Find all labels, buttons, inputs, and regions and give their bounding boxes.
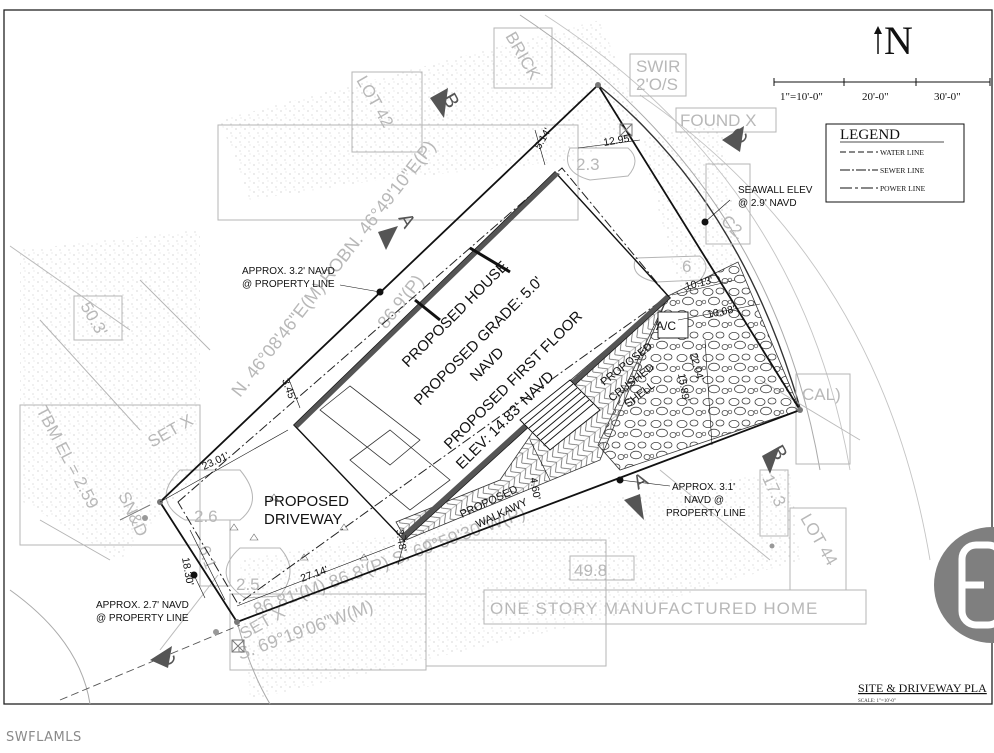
dim-3-48: 3.48' [393,528,409,552]
scale-label-3: 30'-0" [934,91,961,103]
scale-label-1: 1"=10'-0" [780,91,823,103]
driveway-hatch [229,493,369,561]
speckle-north [220,20,640,200]
legend-title: LEGEND [840,127,900,143]
speckle-west [20,230,200,560]
elev-6-label: 6 [682,257,691,276]
section-b-arrow-south [762,446,780,474]
speckle-east [640,120,740,290]
section-a-arrow-south [624,494,644,520]
legend-sewer: SEWER LINE [880,166,925,175]
house-inner-wall [469,246,511,274]
dimension-lines [159,129,761,607]
navd-31-label: APPROX. 3.1' [672,482,735,493]
shoreline-3 [639,94,931,561]
garage-outline-2 [349,429,451,511]
title-block-title: SITE & DRIVEWAY PLA [858,681,987,695]
seawall-curve [597,84,801,409]
section-c-label-south: C [155,646,181,671]
manufactured-home-label: ONE STORY MANUFACTURED HOME [490,599,818,618]
dim-4-60: 4.60' [527,476,543,500]
elev-498-label: 49.8 [574,561,607,580]
ac-pad [657,311,689,339]
found-x-label: FOUND X [680,111,757,130]
scale-label-2: 20'-0" [862,91,889,103]
north-arrow: N [874,18,913,63]
section-line-c [59,624,241,701]
ac-label: A/C [656,319,676,333]
swir-offset-label: 2'O/S [636,75,678,94]
navd-27-label-2: @ PROPERTY LINE [96,613,189,624]
legend-power: POWER LINE [880,184,926,193]
dim-12-95: 12.95' [602,132,632,149]
elev-25-label: 2.5 [236,575,260,594]
arc-south [237,624,271,705]
section-a-label-north: A [394,210,420,233]
section-a-label-south: A [630,468,653,494]
cal-label: CAL) [802,385,841,404]
section-c-arrow-south [150,646,172,668]
dim-3-45: 3.45' [279,377,298,402]
house-wall-west [294,172,560,428]
driveway-label-2: DRIVEWAY [264,511,342,528]
driveway-label: PROPOSED [264,493,349,510]
watermark-text: SWFLAMLS [6,730,82,745]
arc-southwest [9,589,91,705]
legend-water: WATER LINE [880,148,924,157]
entry-stairs [519,379,601,451]
seawall-label: SEAWALL ELEV [738,185,813,196]
section-markers [150,88,780,668]
speckle-south [240,470,800,700]
title-block-scale: SCALE: 1"=10'-0" [858,699,896,704]
dim-10-08: 10.08' [706,303,736,321]
elev-23-label: 2.3 [576,155,600,174]
elev-26-label: 2.6 [194,507,218,526]
navd-27-label: APPROX. 2.7' NAVD [96,600,189,611]
garage-outline [319,385,421,466]
navd-32-label-2: @ PROPERTY LINE [242,279,335,290]
navd-31-label-3: PROPERTY LINE [666,508,746,519]
shoreline-2 [544,14,851,471]
seawall-label-2: @ 2.9' NAVD [738,198,797,209]
ghost-survey-layer [9,27,867,671]
mls-logo-badge [934,527,994,643]
survey-points [142,82,803,653]
swir-label: SWIR [636,57,680,76]
house-inner-wall-2 [414,298,441,322]
lot44-label: LOT 44 [797,511,842,569]
navd-32-label: APPROX. 3.2' NAVD [242,266,335,277]
legend-box: LEGEND WATER LINE SEWER LINE POWER LINE [825,123,965,203]
navd-31-label-2: NAVD @ [684,495,724,506]
shoreline-1 [519,14,821,471]
section-c-arrow-north [722,126,744,152]
dim-18-30: 18.30' [179,556,196,586]
extension-nw [119,504,151,521]
scale-bar: 1"=10'-0" 20'-0" 30'-0" [773,78,991,103]
section-a-arrow-north [378,226,398,250]
section-b-arrow-north [430,88,448,118]
north-label: N [884,18,913,63]
sheet-border [3,9,993,705]
dim-15-89: 15.89' [675,372,692,402]
